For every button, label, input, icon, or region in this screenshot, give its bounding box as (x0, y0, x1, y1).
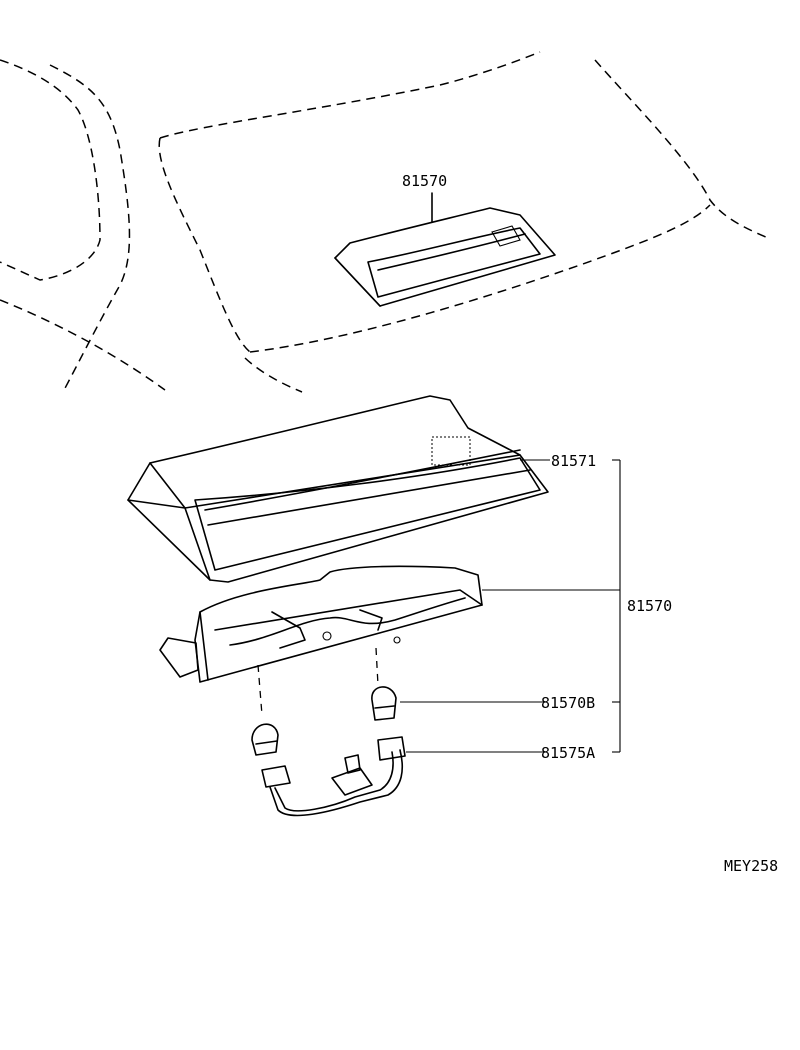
leader-lines (400, 459, 621, 753)
label-81570-top: 81570 (402, 172, 447, 190)
label-81571: 81571 (551, 452, 596, 470)
label-81570-assembly: 81570 (627, 597, 672, 615)
lamp-small-view (334, 192, 556, 307)
socket-and-wire (261, 736, 406, 817)
bulb-right (371, 686, 397, 721)
lens-grid (431, 436, 471, 466)
bulb-left (251, 723, 279, 756)
label-81575A: 81575A (541, 744, 595, 762)
label-81570B: 81570B (541, 694, 595, 712)
rear-window-outline (0, 51, 769, 393)
diagram-code: MEY258 (724, 857, 778, 875)
stop-lamp-cover (127, 395, 549, 583)
lamp-housing (159, 565, 483, 683)
